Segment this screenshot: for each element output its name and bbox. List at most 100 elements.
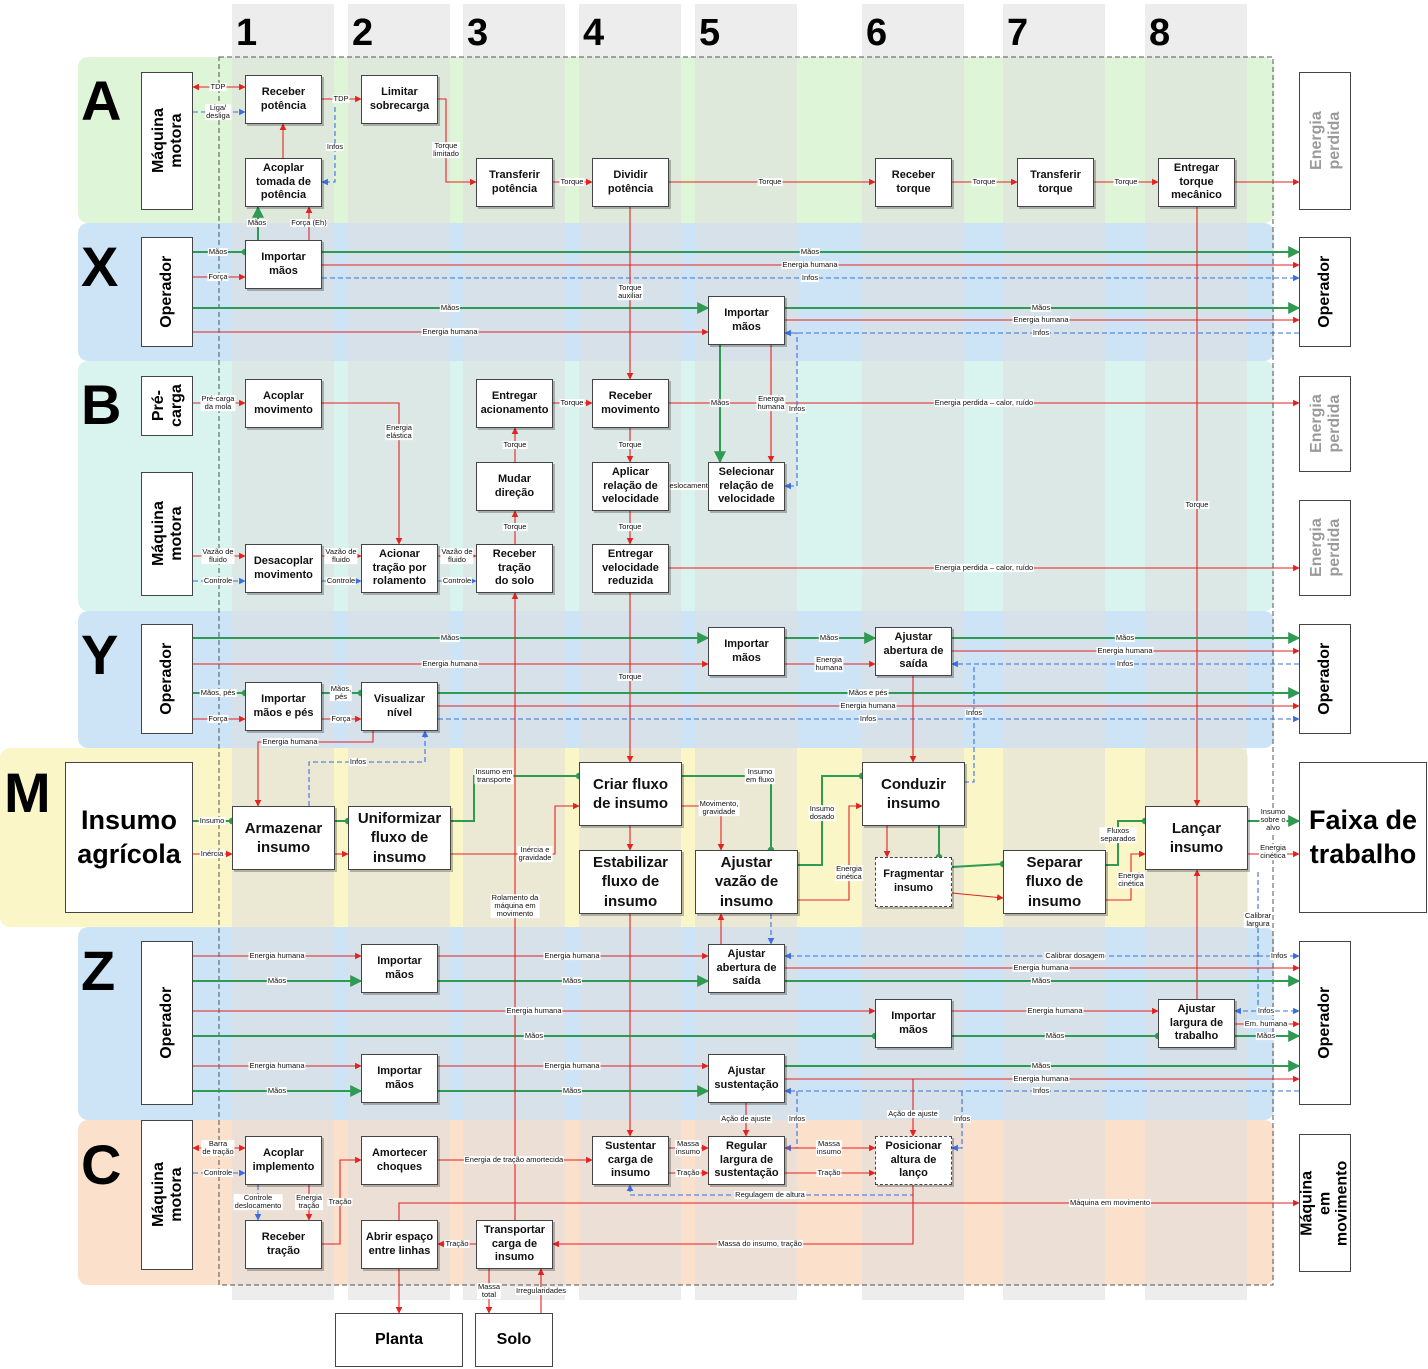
function-lancar-insumo: Lançar insumo	[1145, 806, 1248, 870]
label-torque-a3: Torque	[971, 177, 997, 187]
function-limitar-sobrecarga: Limitar sobrecarga	[361, 75, 438, 124]
label-irregularidades: Irregularidades	[514, 1286, 568, 1296]
label-energia-tracao-amortecida: Energia de tração amortecida	[463, 1155, 565, 1165]
label-torque-auxiliar: Torque auxiliar	[617, 283, 643, 300]
sink-operador-x: Operador	[1299, 237, 1351, 347]
column-number-3: 3	[467, 12, 489, 54]
sink-energia-perdida-b1: Energia perdida	[1299, 376, 1351, 472]
label-eh-x-long: Energia humana	[781, 260, 839, 270]
source-operador-z: Operador	[141, 941, 193, 1105]
label-torque-b5: Torque	[502, 522, 528, 532]
label-eh-z7: Energia humana	[543, 1061, 601, 1071]
label-maos-z1: Mãos	[266, 976, 288, 986]
row-letter-M: M	[4, 761, 51, 824]
label-massa-insumo1: Massa insumo	[674, 1139, 702, 1156]
label-liga-desliga: Liga/ desliga	[205, 103, 231, 120]
label-eh-y3: Energia humana	[1096, 646, 1154, 656]
label-infos-y5: Infos	[964, 708, 984, 718]
flow-inercia-gravidade	[451, 802, 580, 855]
label-maos-x2: Mãos	[439, 303, 461, 313]
function-ajustar-abertura-y: Ajustar abertura de saída	[875, 627, 952, 676]
label-torque-a4: Torque	[1113, 177, 1139, 187]
label-massa-insumo2: Massa insumo	[815, 1139, 843, 1156]
label-infos-z2: Infos	[1256, 1006, 1276, 1016]
function-importar-maos-x5: Importar mãos	[708, 296, 785, 345]
function-importar-maos-y5: Importar mãos	[708, 627, 785, 676]
label-infos-b: Infos	[787, 404, 807, 414]
label-maos-e-pes: Mãos e pés	[847, 688, 889, 698]
flow-massa-insumo-tracao	[552, 1185, 914, 1248]
label-eh-z4: Energia humana	[505, 1006, 563, 1016]
system-boundary	[218, 56, 1274, 1286]
label-insumo-alvo: Insumo sobre o alvo	[1259, 807, 1287, 832]
column-number-5: 5	[699, 12, 721, 54]
column-band-8	[1145, 4, 1247, 1300]
label-eh-y1: Energia humana	[421, 659, 479, 669]
label-tdp-in: TDP	[209, 82, 227, 92]
label-eh-y4: Energia humana	[839, 701, 897, 711]
label-eh-y2: Energia humana	[814, 655, 844, 672]
label-maos-x3: Mãos	[1030, 303, 1052, 313]
label-vazao2: Vazão de fluido	[324, 547, 358, 564]
label-controle3: Controle	[441, 576, 473, 586]
label-movimento-gravidade: Movimento, gravidade	[698, 799, 740, 816]
label-controle2: Controle	[325, 576, 357, 586]
label-torque-b3: Torque	[617, 440, 643, 450]
function-uniformizar-fluxo: Uniformizar fluxo de insumo	[348, 806, 451, 870]
function-dividir-potencia: Dividir potência	[592, 158, 669, 207]
label-forca-eh: Força (Eh)	[290, 218, 328, 228]
label-maquina-movimento: Máquina em movimento	[1068, 1198, 1152, 1208]
label-tracao4: Tração	[444, 1239, 470, 1249]
label-acao-ajuste2: Ação de ajuste	[887, 1109, 939, 1119]
label-controle-desloc: Controle deslocamento	[233, 1193, 283, 1210]
label-torque-b4: Torque	[617, 522, 643, 532]
function-importar-maos-z2b: Importar mãos	[361, 1054, 438, 1103]
column-band-3	[463, 4, 565, 1300]
label-fluxos-separados: Fluxos separados	[1099, 826, 1137, 843]
label-insumo-fluxo: Insumo em fluxo	[744, 767, 776, 784]
label-eh-z8: Energia humana	[1012, 1074, 1070, 1084]
flow-frag-to-separar-r	[951, 892, 1004, 901]
label-eh-y5: Energia humana	[261, 737, 319, 747]
label-tracao3: Tração	[327, 1197, 353, 1207]
label-vazao1: Vazão de fluido	[201, 547, 235, 564]
label-tracao2: Tração	[816, 1168, 842, 1178]
column-number-4: 4	[583, 12, 605, 54]
function-visualizar-nivel: Visualizar nível	[361, 682, 438, 731]
label-infos-x3: Infos	[1031, 328, 1051, 338]
label-eh-x3: Energia humana	[1012, 315, 1070, 325]
label-maos-z5: Mãos	[1044, 1031, 1066, 1041]
label-forca-y2: Força	[330, 714, 352, 724]
label-acao-ajuste1: Ação de ajuste	[720, 1114, 772, 1124]
label-torque-limitado: Torque limitado	[432, 141, 460, 158]
label-eh-b: Energia humana	[756, 394, 786, 411]
label-ep-calor2: Energia perdida – calor, ruído	[933, 563, 1035, 573]
label-infos-z4: Infos	[787, 1114, 807, 1124]
sink-energia-perdida-a: Energia perdida	[1299, 72, 1351, 210]
flow-infos-a	[321, 107, 336, 186]
function-acoplar-implemento: Acoplar implemento	[245, 1136, 322, 1185]
label-torque-b1: Torque	[559, 398, 585, 408]
label-massa-insumo-tracao: Massa do insumo, tração	[717, 1239, 803, 1249]
function-entregar-torque: Entregar torque mecânico	[1158, 158, 1235, 207]
source-operador-x: Operador	[141, 237, 193, 347]
label-energia-cinetica1: Energia cinética	[835, 864, 863, 881]
label-infos-z1: Infos	[1269, 951, 1289, 961]
label-barra-tracao: Barra de tração	[201, 1139, 235, 1156]
label-inercia-in: Inércia	[199, 849, 225, 859]
label-controle1: Controle	[202, 576, 234, 586]
label-calibrar-dosagem: Calibrar dosagem	[1044, 951, 1106, 961]
flow-frag-to-separar-g	[951, 863, 1004, 868]
label-rolamento: Rolamento da máquina em movimento	[490, 893, 540, 918]
label-insumo-transporte: Insumo em transporte	[474, 767, 514, 784]
label-eh-z2: Energia humana	[543, 951, 601, 961]
label-maos-x-long: Mãos	[799, 247, 821, 257]
function-amortecer-choques: Amortecer choques	[361, 1136, 438, 1185]
label-maos-y1: Mãos	[439, 633, 461, 643]
function-estabilizar-fluxo: Estabilizar fluxo de insumo	[579, 850, 682, 914]
label-ep-calor1: Energia perdida – calor, ruído	[933, 398, 1035, 408]
function-acoplar-movimento: Acoplar movimento	[245, 379, 322, 428]
label-infos-z5: Infos	[952, 1114, 972, 1124]
flow-insumo-transporte	[451, 775, 579, 822]
label-em-humana: Em. humana	[1243, 1019, 1289, 1029]
